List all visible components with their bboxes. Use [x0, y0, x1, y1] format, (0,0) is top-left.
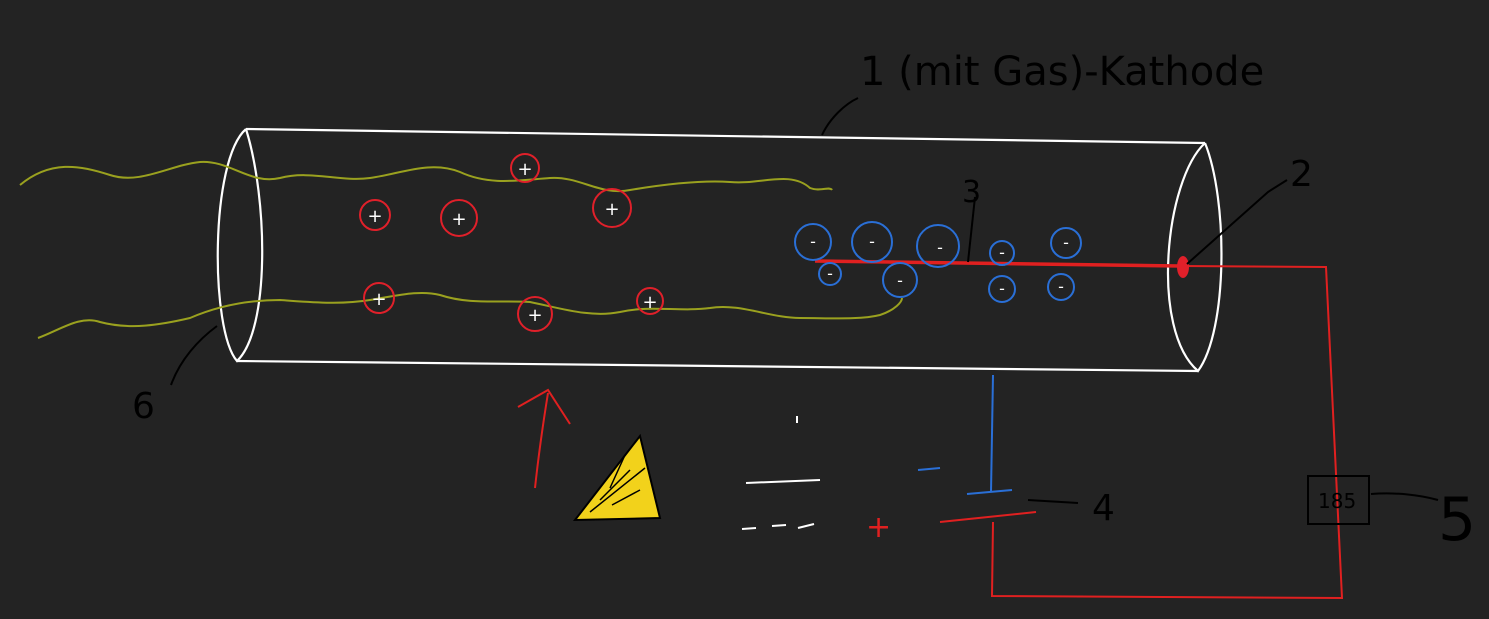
positive-ion — [517, 296, 553, 332]
counter: 185 — [1307, 475, 1370, 525]
arrow-shaft — [534, 392, 549, 489]
annotation-lines — [170, 97, 1439, 504]
label-4: 4 — [1092, 488, 1115, 529]
negative-ion — [851, 221, 893, 263]
battery-positive-plate — [939, 511, 1037, 523]
positive-ion-sign: + — [642, 292, 657, 313]
red-wire-circuit — [814, 259, 1344, 600]
positive-ion — [592, 188, 632, 228]
anode-tip-spot — [1177, 256, 1189, 278]
negative-ion-sign: - — [999, 279, 1005, 298]
leader-6 — [170, 325, 218, 386]
negative-ion-sign: - — [1063, 233, 1069, 252]
tube-bottom-edge — [236, 359, 1199, 373]
negative-ion-sign: - — [827, 264, 833, 283]
battery-negative-plate — [966, 489, 1013, 495]
source-shape — [572, 433, 662, 522]
label-2: 2 — [1290, 154, 1313, 195]
negative-ion-sign: - — [1058, 277, 1064, 296]
positive-ion — [510, 153, 540, 183]
negative-ion-sign: - — [937, 238, 943, 257]
negative-ion — [988, 275, 1016, 303]
battery — [917, 374, 1013, 495]
source-hatch — [589, 454, 646, 513]
positive-ion — [363, 282, 395, 314]
label-5: 5 — [1438, 485, 1476, 555]
negative-ions — [794, 221, 1082, 303]
dash-3 — [797, 523, 815, 529]
positive-ion — [359, 199, 391, 231]
positive-ion-sign: + — [517, 159, 532, 180]
arrow-head — [517, 388, 571, 425]
leader-1 — [821, 97, 859, 136]
counter-reading: 185 — [1318, 489, 1356, 513]
battery-plus-sign: + — [866, 510, 891, 545]
dash-line-long — [745, 479, 821, 484]
blue-wire — [990, 374, 994, 493]
negative-ion — [916, 224, 960, 268]
positive-ion-sign: + — [527, 305, 542, 326]
negative-ion-sign: - — [810, 232, 816, 251]
positive-ion-sign: + — [451, 209, 466, 230]
negative-ion-sign: - — [999, 243, 1005, 262]
wire-to-counter — [990, 265, 1344, 600]
dashes — [741, 416, 821, 530]
tube — [216, 127, 1223, 373]
title-label: 1 (mit Gas)-Kathode — [860, 49, 1264, 95]
radiation-waves — [19, 160, 903, 339]
negative-ion — [882, 262, 918, 298]
tube-left-end — [216, 128, 264, 363]
anode-tip — [1177, 256, 1189, 278]
radiation-wave-top — [19, 160, 833, 193]
label-3: 3 — [962, 175, 981, 210]
battery-minus-mark — [917, 467, 941, 471]
positive-ion-sign: + — [371, 289, 386, 310]
radiation-wave-bottom — [37, 291, 903, 339]
negative-ion — [989, 240, 1015, 266]
radiation-arrow — [517, 388, 571, 489]
negative-ion — [1050, 227, 1082, 259]
counter-box — [1307, 475, 1370, 525]
leader-3 — [967, 196, 976, 263]
tube-top-edge — [245, 127, 1206, 145]
negative-ion-sign: - — [897, 271, 903, 290]
radiation-source — [572, 433, 662, 522]
negative-ion-sign: - — [869, 232, 875, 251]
leader-5 — [1370, 492, 1439, 501]
positive-ion — [440, 199, 478, 237]
leader-4 — [1027, 499, 1079, 504]
positive-ion — [636, 287, 664, 315]
negative-ion — [818, 262, 842, 286]
positive-ion-signs: + + + + + + + — [367, 159, 657, 326]
negative-ion — [1047, 273, 1075, 301]
leader-2 — [1186, 179, 1288, 265]
negative-ion — [794, 223, 832, 261]
negative-ion-signs: - - - - - - - - - — [810, 232, 1069, 298]
dash-2 — [771, 524, 787, 527]
positive-ions — [359, 153, 664, 332]
positive-ion-sign: + — [367, 206, 382, 227]
tube-right-end — [1166, 142, 1223, 373]
label-6: 6 — [132, 386, 155, 427]
positive-ion-sign: + — [604, 199, 619, 220]
dash-1 — [741, 527, 757, 530]
